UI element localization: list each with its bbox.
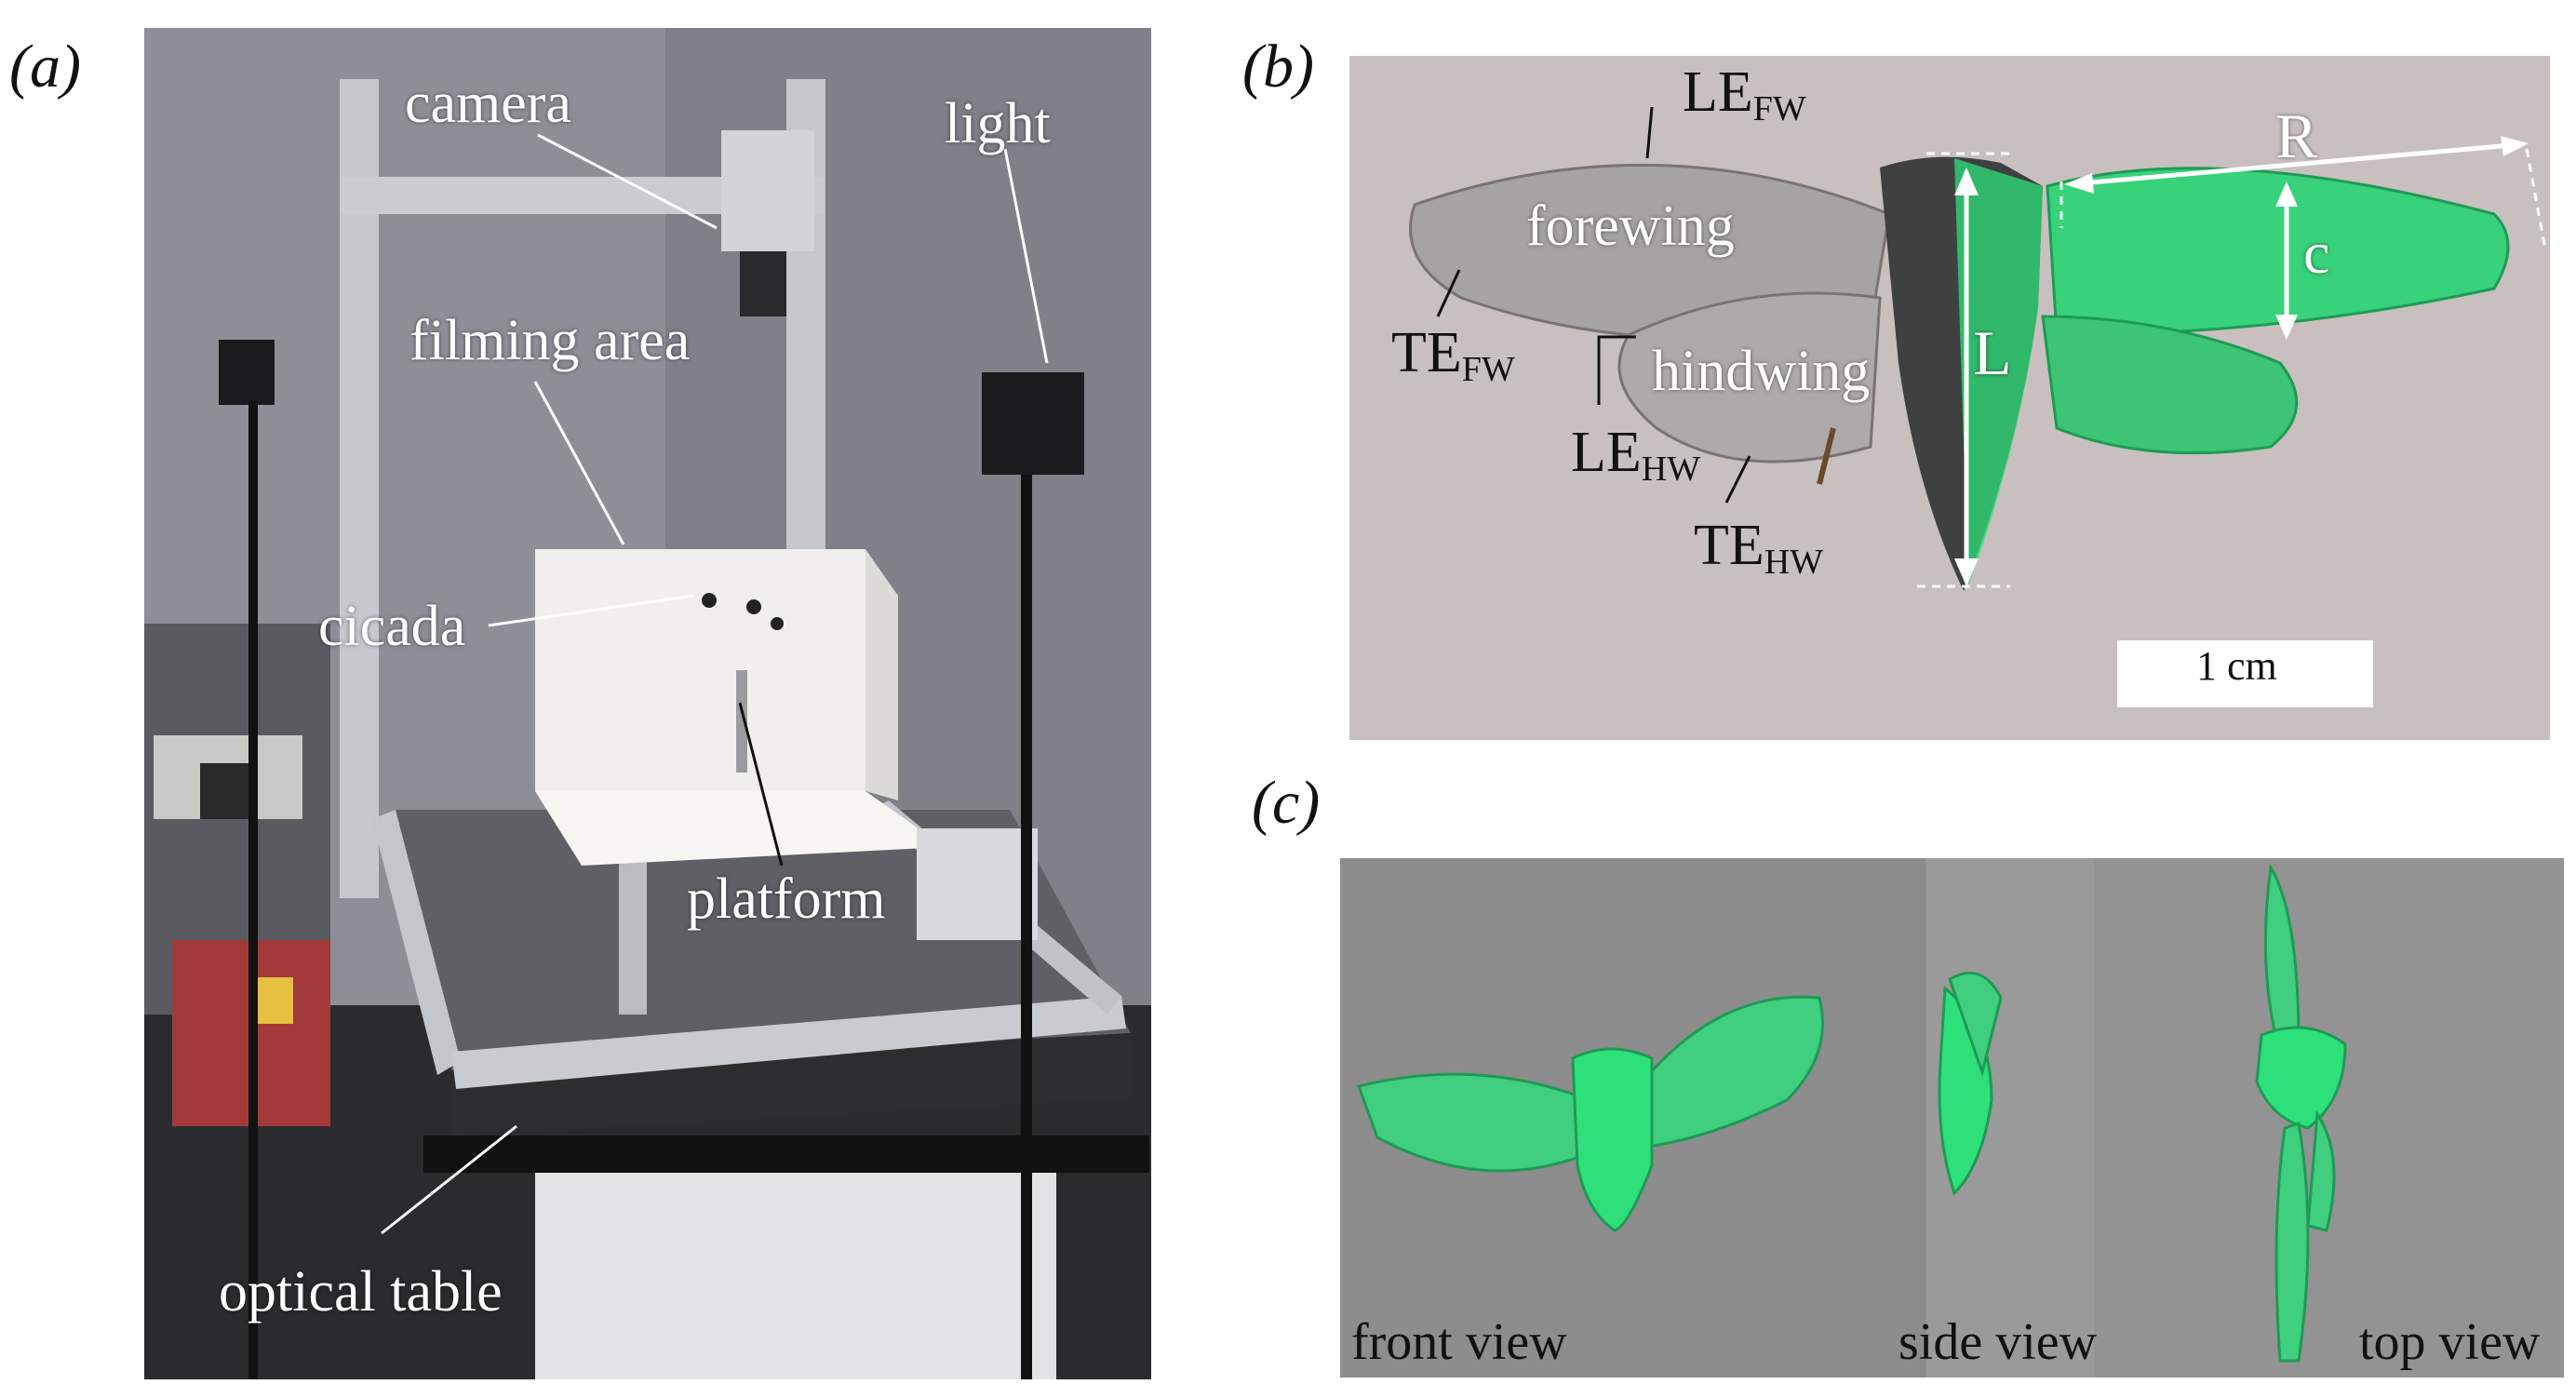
filming-area-leader	[533, 381, 625, 545]
te-fw-text: TE	[1391, 321, 1462, 384]
te-hw-label: TEHW	[1694, 517, 1823, 580]
panel-a-label: (a)	[9, 33, 81, 101]
cicada-leader	[488, 594, 694, 627]
scale-bar-label: 1 cm	[2196, 643, 2277, 689]
chord-arrowhead-top	[2275, 181, 2298, 207]
side-view-wing	[1948, 971, 2003, 1078]
light-label: light	[945, 92, 1051, 155]
top-view-forewing-lower	[2274, 1122, 2310, 1363]
setup-photo-drawing	[144, 28, 1151, 1379]
le-hw-text: LE	[1571, 421, 1642, 484]
chord-label: c	[2303, 220, 2330, 286]
le-hw-leader	[1597, 335, 1636, 405]
cicada-label: cicada	[318, 595, 466, 658]
panel-c-label: (c)	[1252, 769, 1321, 837]
front-view-body	[1571, 1047, 1654, 1232]
te-fw-label: TEFW	[1391, 324, 1515, 387]
top-view-body	[2255, 1026, 2347, 1130]
top-view-label: top view	[2359, 1313, 2541, 1371]
le-fw-leader	[1645, 106, 1654, 159]
hindwing-label: hindwing	[1652, 340, 1871, 403]
side-view-label: side view	[1898, 1313, 2098, 1371]
light-leader	[1003, 148, 1049, 364]
camera-leader	[537, 133, 718, 230]
body-length-arrowhead-top	[1954, 168, 1979, 195]
platform-leader	[738, 702, 784, 867]
filming-area-label: filming area	[409, 309, 691, 372]
te-hw-subscript: HW	[1764, 543, 1824, 582]
te-fw-subscript: FW	[1461, 350, 1515, 389]
front-view-label: front view	[1351, 1313, 1567, 1371]
span-tick-right	[2525, 148, 2547, 250]
te-hw-text: TE	[1694, 514, 1764, 577]
le-hw-subscript: HW	[1641, 450, 1701, 489]
le-hw-label: LEHW	[1571, 423, 1700, 487]
platform-label: platform	[687, 867, 886, 931]
te-hw-leader	[1724, 455, 1751, 504]
forewing-label: forewing	[1526, 195, 1735, 258]
camera-label: camera	[405, 72, 571, 135]
le-fw-subscript: FW	[1752, 89, 1806, 128]
span-arrowhead-right	[2501, 136, 2529, 156]
chord-arrowhead-bottom	[2275, 315, 2298, 340]
optical-table-leader	[381, 1124, 517, 1235]
reconstruction-views	[1340, 858, 2564, 1378]
specimen-drawing	[1349, 56, 2550, 740]
body-length-arrowhead-bottom	[1954, 558, 1979, 586]
span-arrowhead-left	[2064, 173, 2094, 194]
body-length-label: L	[1973, 317, 2012, 388]
span-arrow	[2070, 141, 2523, 187]
scale-bar-box	[2117, 640, 2373, 707]
span-label: R	[2275, 101, 2318, 171]
front-view-right-wing	[1641, 995, 1824, 1149]
te-fw-leader	[1436, 269, 1461, 317]
optical-table-label: optical table	[219, 1260, 503, 1324]
cicada-specimen-photo	[1349, 56, 2550, 740]
top-view-hindwing	[2306, 1109, 2336, 1232]
setup-photo	[144, 28, 1151, 1379]
le-fw-text: LE	[1683, 60, 1753, 124]
le-fw-label: LEFW	[1683, 63, 1806, 127]
panel-b-label: (b)	[1242, 33, 1314, 101]
reconstruction-drawing	[1340, 858, 2564, 1378]
